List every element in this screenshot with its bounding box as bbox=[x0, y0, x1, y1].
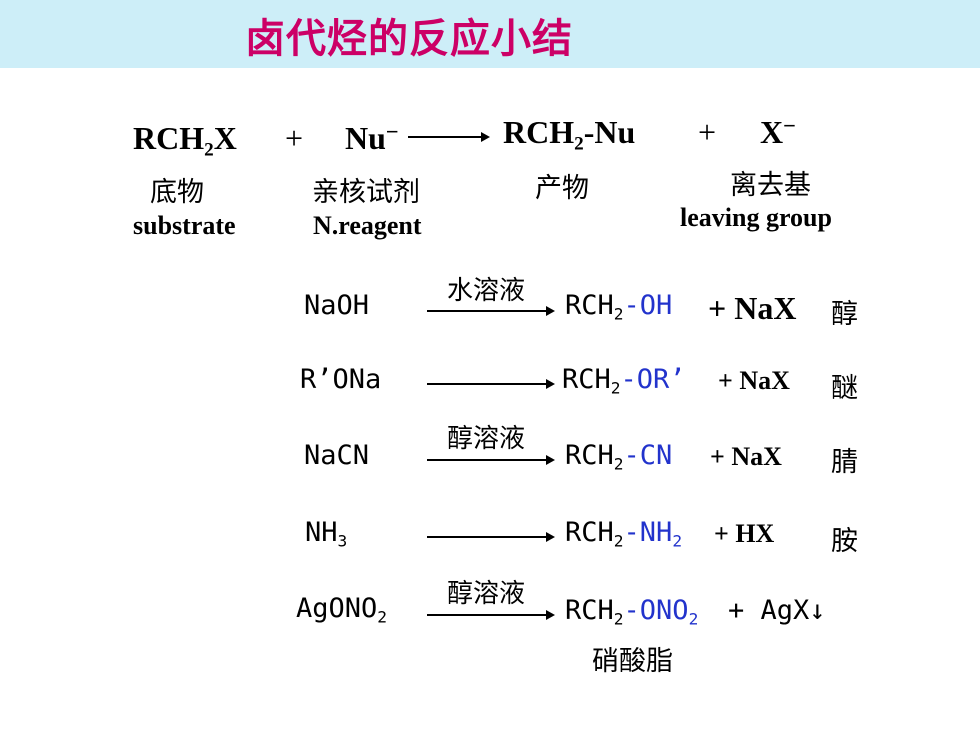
reagent-alkoxide: R’ONa bbox=[300, 364, 382, 395]
label-leaving-cn: 离去基 bbox=[730, 170, 811, 201]
label-product-cn: 产物 bbox=[535, 173, 589, 204]
product-ether: RCH2-OR’ bbox=[562, 364, 686, 398]
reagent-silver-nitrite: AgONO2 bbox=[296, 593, 388, 627]
condition-alcoholic: 醇溶液 bbox=[447, 579, 526, 609]
general-product: RCH2-Nu bbox=[503, 114, 636, 155]
general-plus-1: + bbox=[285, 120, 304, 156]
condition-alcoholic: 醇溶液 bbox=[447, 424, 526, 454]
general-nucleophile: Nu− bbox=[345, 118, 399, 156]
page-title: 卤代烃的反应小结 bbox=[245, 16, 573, 62]
general-arrow bbox=[408, 132, 490, 142]
label-leaving-en: leaving group bbox=[680, 203, 832, 232]
byproduct-agx: + AgX↓ bbox=[728, 595, 826, 626]
class-ether: 醚 bbox=[831, 373, 858, 404]
general-leaving-group: X− bbox=[760, 112, 796, 150]
label-substrate-en: substrate bbox=[133, 211, 236, 240]
reagent-ammonia: NH3 bbox=[305, 517, 348, 551]
class-nitrile: 腈 bbox=[831, 447, 858, 478]
reagent-naoh: NaOH bbox=[304, 290, 370, 321]
class-nitrite-ester: 硝酸脂 bbox=[592, 646, 673, 677]
reaction-arrow bbox=[427, 610, 555, 620]
general-substrate: RCH2X bbox=[133, 120, 237, 161]
product-nitrite-ester: RCH2-ONO2 bbox=[565, 595, 699, 629]
title-banner bbox=[0, 0, 980, 68]
class-amine: 胺 bbox=[831, 526, 858, 557]
general-plus-2: + bbox=[698, 114, 717, 150]
label-substrate-cn: 底物 bbox=[150, 177, 204, 208]
product-nitrile: RCH2-CN bbox=[565, 440, 673, 474]
reaction-arrow bbox=[427, 306, 555, 316]
byproduct-nax: + NaX bbox=[708, 290, 797, 326]
byproduct-nax: + NaX bbox=[718, 366, 790, 395]
label-reagent-en: N.reagent bbox=[313, 211, 422, 240]
byproduct-hx: + HX bbox=[714, 519, 775, 548]
label-reagent-cn: 亲核试剂 bbox=[312, 177, 420, 208]
byproduct-nax: + NaX bbox=[710, 442, 782, 471]
reaction-arrow bbox=[427, 379, 555, 389]
product-amine: RCH2-NH2 bbox=[565, 517, 683, 551]
class-alcohol: 醇 bbox=[831, 299, 858, 330]
reaction-arrow bbox=[427, 455, 555, 465]
reagent-nacn: NaCN bbox=[304, 440, 370, 471]
product-alcohol: RCH2-OH bbox=[565, 290, 673, 324]
condition-aqueous: 水溶液 bbox=[447, 276, 526, 306]
reaction-arrow bbox=[427, 532, 555, 542]
